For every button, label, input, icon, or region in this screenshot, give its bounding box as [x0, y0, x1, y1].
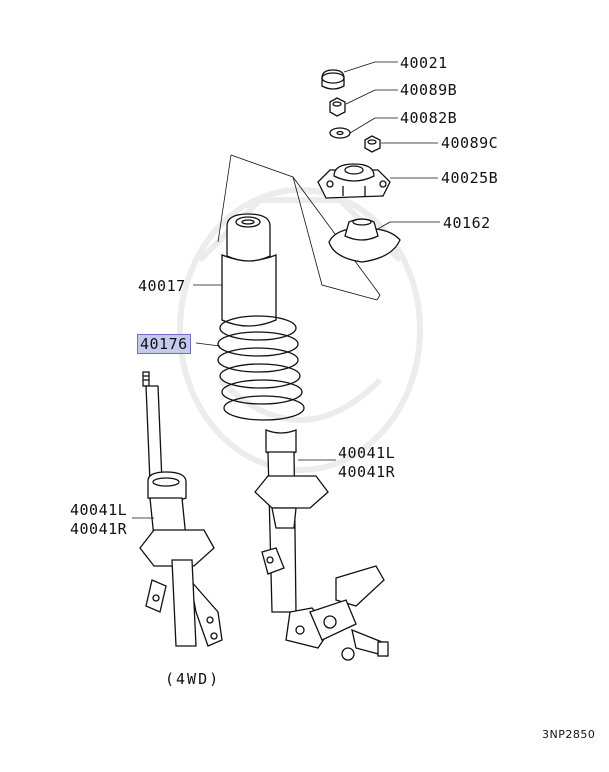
callout-40082b[interactable]: 40082B [400, 109, 458, 127]
callout-40021[interactable]: 40021 [400, 54, 448, 72]
front-strut-right [254, 429, 389, 661]
callout-40041r-right-strut[interactable]: 40041R [338, 463, 396, 481]
leader-lines [132, 61, 440, 519]
insulator-part [328, 218, 401, 263]
callout-40017[interactable]: 40017 [138, 277, 186, 295]
callout-40041r-left-strut[interactable]: 40041R [70, 520, 128, 538]
dust-cap-part [321, 69, 345, 90]
callout-40025b[interactable]: 40025B [441, 169, 499, 187]
callout-40162[interactable]: 40162 [443, 214, 491, 232]
callout-40089c[interactable]: 40089C [441, 134, 499, 152]
nut-part-c [364, 135, 381, 153]
drawing-code: 3NP2850 [542, 728, 596, 741]
front-strut-left-4wd [139, 371, 223, 647]
callout-40089b[interactable]: 40089B [400, 81, 458, 99]
coil-spring-part [217, 315, 305, 421]
callout-40041l-left-strut[interactable]: 40041L [70, 501, 128, 519]
dust-boot-part [221, 213, 277, 327]
upper-mount-part [317, 163, 391, 199]
washer-part [329, 127, 351, 139]
nut-part-b [329, 97, 346, 117]
caption-4wd: (4WD) [165, 670, 221, 688]
callout-40041l-right-strut[interactable]: 40041L [338, 444, 396, 462]
callout-40176-highlighted[interactable]: 40176 [137, 334, 191, 354]
